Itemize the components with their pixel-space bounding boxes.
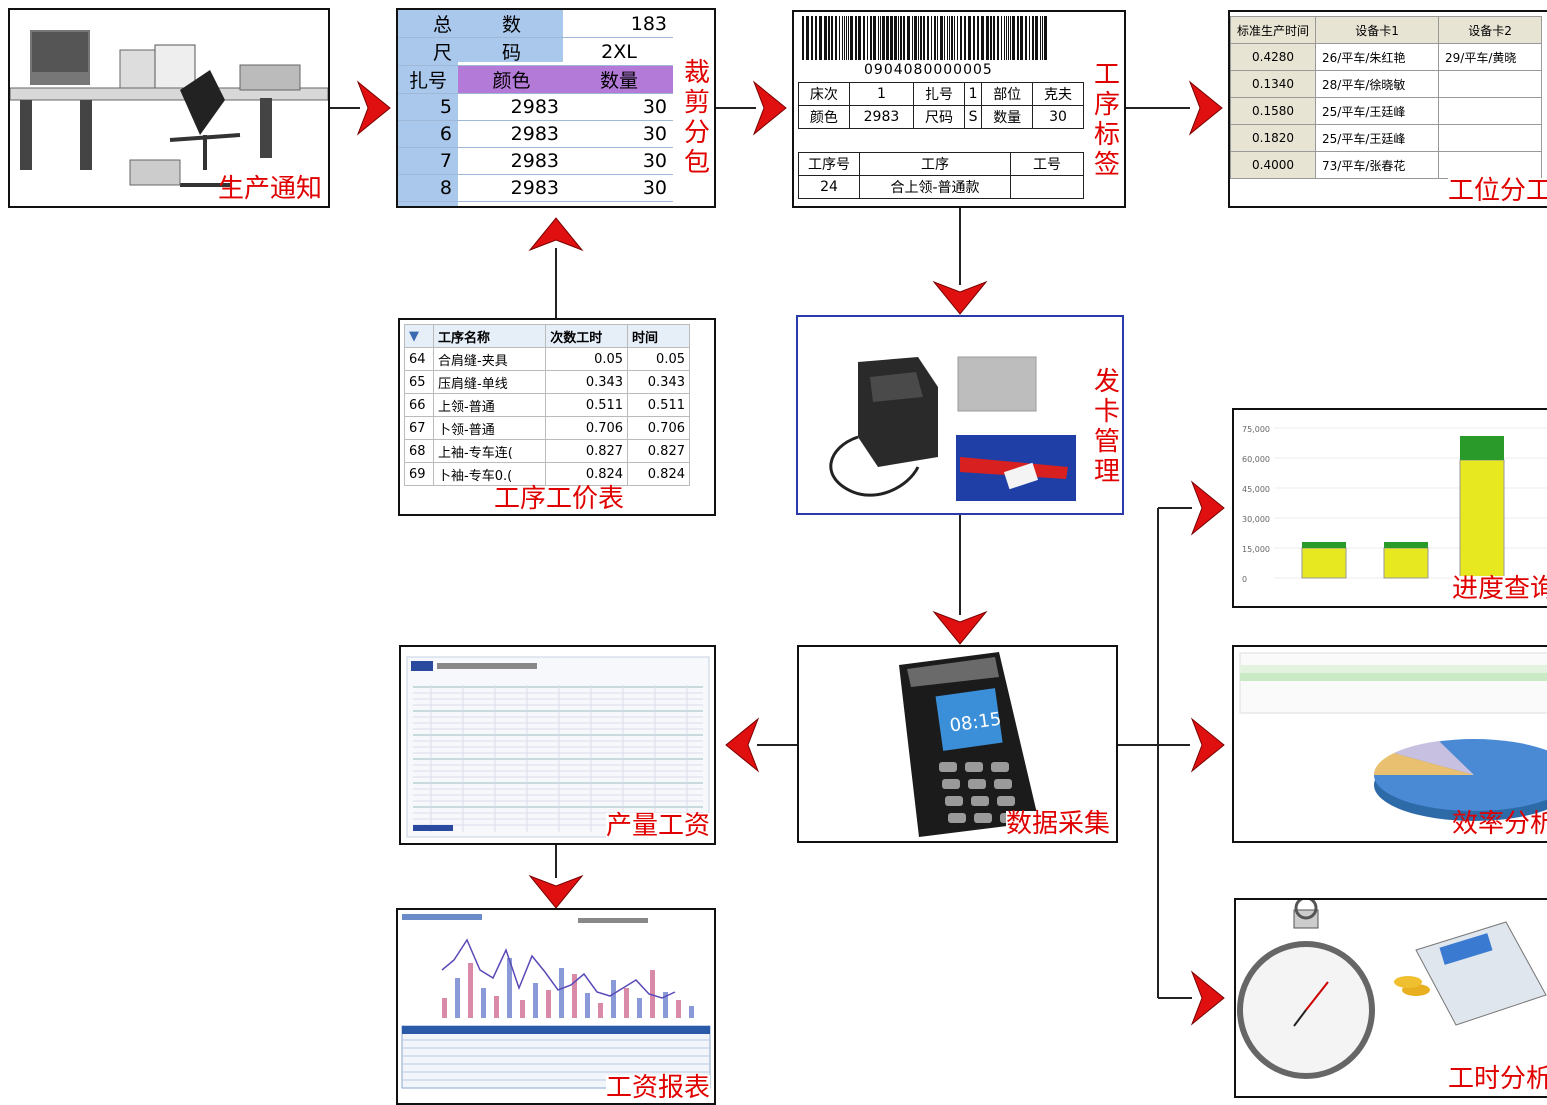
progress-bar — [1301, 547, 1347, 579]
barcode-graphic — [802, 16, 1047, 60]
arrow-right-2 — [753, 81, 787, 135]
progress-tick-label: 75,000 — [1242, 425, 1270, 434]
time-clock-device-image: 08:15 — [899, 652, 1039, 837]
node-data-collect: 08:15 数据采集 — [797, 645, 1118, 843]
wage-sheet-image — [406, 656, 710, 838]
progress-bar-top — [1302, 542, 1346, 548]
keypad-key — [974, 813, 992, 823]
stopwatch-calculator-image — [1237, 900, 1547, 1079]
barcode-number: 0904080000005 — [864, 62, 993, 78]
progress-chart-image: 75,000 60,000 45,000 30,000 15,000 0 — [1242, 425, 1547, 584]
label-cut-pack: 裁剪分包 — [683, 58, 710, 178]
label-progress-query: 进度查询 — [1452, 576, 1547, 602]
progress-tick-label: 30,000 — [1242, 515, 1270, 524]
keypad — [939, 762, 1018, 823]
keypad-key — [965, 762, 983, 772]
progress-tick-label: 45,000 — [1242, 485, 1270, 494]
keypad-key — [997, 796, 1015, 806]
arrow-down-3 — [529, 875, 583, 909]
arrow-right-6 — [1191, 971, 1225, 1025]
keypad-key — [991, 762, 1009, 772]
progress-bar — [1459, 459, 1505, 579]
progress-tick-label: 0 — [1242, 575, 1247, 584]
keypad-key — [994, 779, 1012, 789]
progress-bar — [1383, 547, 1429, 579]
arrow-right-5 — [1191, 718, 1225, 772]
progress-bar-top — [1384, 542, 1428, 548]
node-output-wage: 产量工资 — [399, 645, 716, 845]
label-efficiency: 效率分析 — [1452, 809, 1547, 839]
arrow-heads — [357, 81, 1225, 1025]
node-progress-query: 75,000 60,000 45,000 30,000 15,000 0 进度查询 — [1232, 408, 1547, 608]
node-efficiency: 效率分析 — [1232, 645, 1547, 843]
label-process-label: 工序标签 — [1093, 60, 1120, 180]
keypad-key — [945, 796, 963, 806]
arrow-right-3 — [1189, 81, 1223, 135]
wage-report-image — [401, 914, 711, 1089]
arrow-up-1 — [529, 217, 583, 251]
efficiency-chart-image — [1239, 652, 1547, 821]
keypad-key — [948, 813, 966, 823]
keypad-key — [971, 796, 989, 806]
keypad-key — [942, 779, 960, 789]
node-production-notice: 生产通知 — [8, 8, 330, 208]
label-card-mgmt: 发卡管理 — [1093, 367, 1120, 487]
arrow-down-2 — [933, 611, 987, 645]
progress-tick-label: 60,000 — [1242, 455, 1270, 464]
progress-bar-top — [1460, 436, 1504, 460]
node-hours: 工时分析 — [1234, 898, 1547, 1098]
arrow-left-1 — [725, 718, 759, 772]
arrow-right-1 — [357, 81, 391, 135]
node-wage-report: 工资报表 — [396, 908, 716, 1105]
keypad-key — [968, 779, 986, 789]
label-production-notice: 生产通知 — [217, 174, 322, 204]
arrow-down-1 — [933, 281, 987, 315]
card-reader-image — [829, 356, 1076, 501]
label-hours: 工时分析 — [1447, 1064, 1547, 1094]
label-station-assign: 工位分工 — [1448, 178, 1547, 204]
label-price-table: 工序工价表 — [494, 484, 625, 514]
label-wage-report: 工资报表 — [605, 1073, 710, 1103]
keypad-key — [939, 762, 957, 772]
office-desk-image — [10, 30, 328, 187]
label-output-wage: 产量工资 — [605, 811, 710, 841]
node-card-mgmt: 发卡管理 — [796, 315, 1124, 515]
arrow-right-4 — [1191, 481, 1225, 535]
label-data-collect: 数据采集 — [1005, 809, 1110, 839]
progress-tick-label: 15,000 — [1242, 545, 1270, 554]
